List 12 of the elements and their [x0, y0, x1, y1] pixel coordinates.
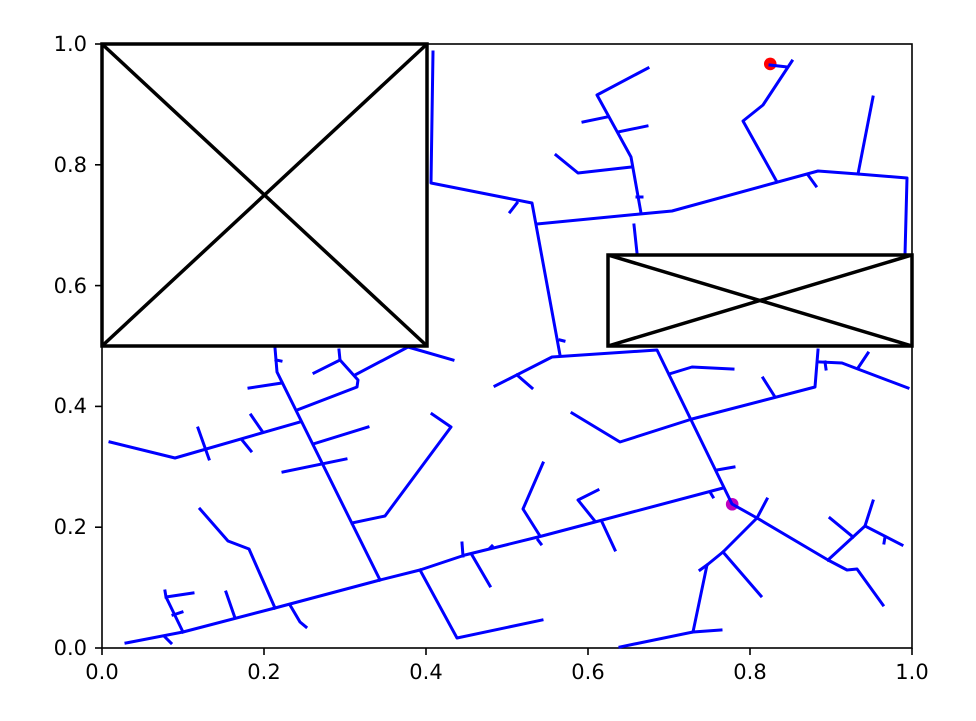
y-tick-label: 0.6: [54, 274, 87, 298]
x-tick-label: 1.0: [895, 660, 929, 684]
y-tick-label: 0.4: [54, 394, 87, 418]
y-tick-label: 0.0: [54, 636, 87, 660]
x-tick-label: 0.4: [409, 660, 443, 684]
x-tick-label: 0.6: [571, 660, 605, 684]
y-tick-label: 1.0: [54, 32, 87, 56]
x-tick-label: 0.2: [247, 660, 281, 684]
x-tick-label: 0.0: [85, 660, 119, 684]
x-tick-label: 0.8: [733, 660, 767, 684]
y-tick-label: 0.2: [54, 515, 87, 540]
y-tick-label: 0.8: [54, 152, 87, 177]
